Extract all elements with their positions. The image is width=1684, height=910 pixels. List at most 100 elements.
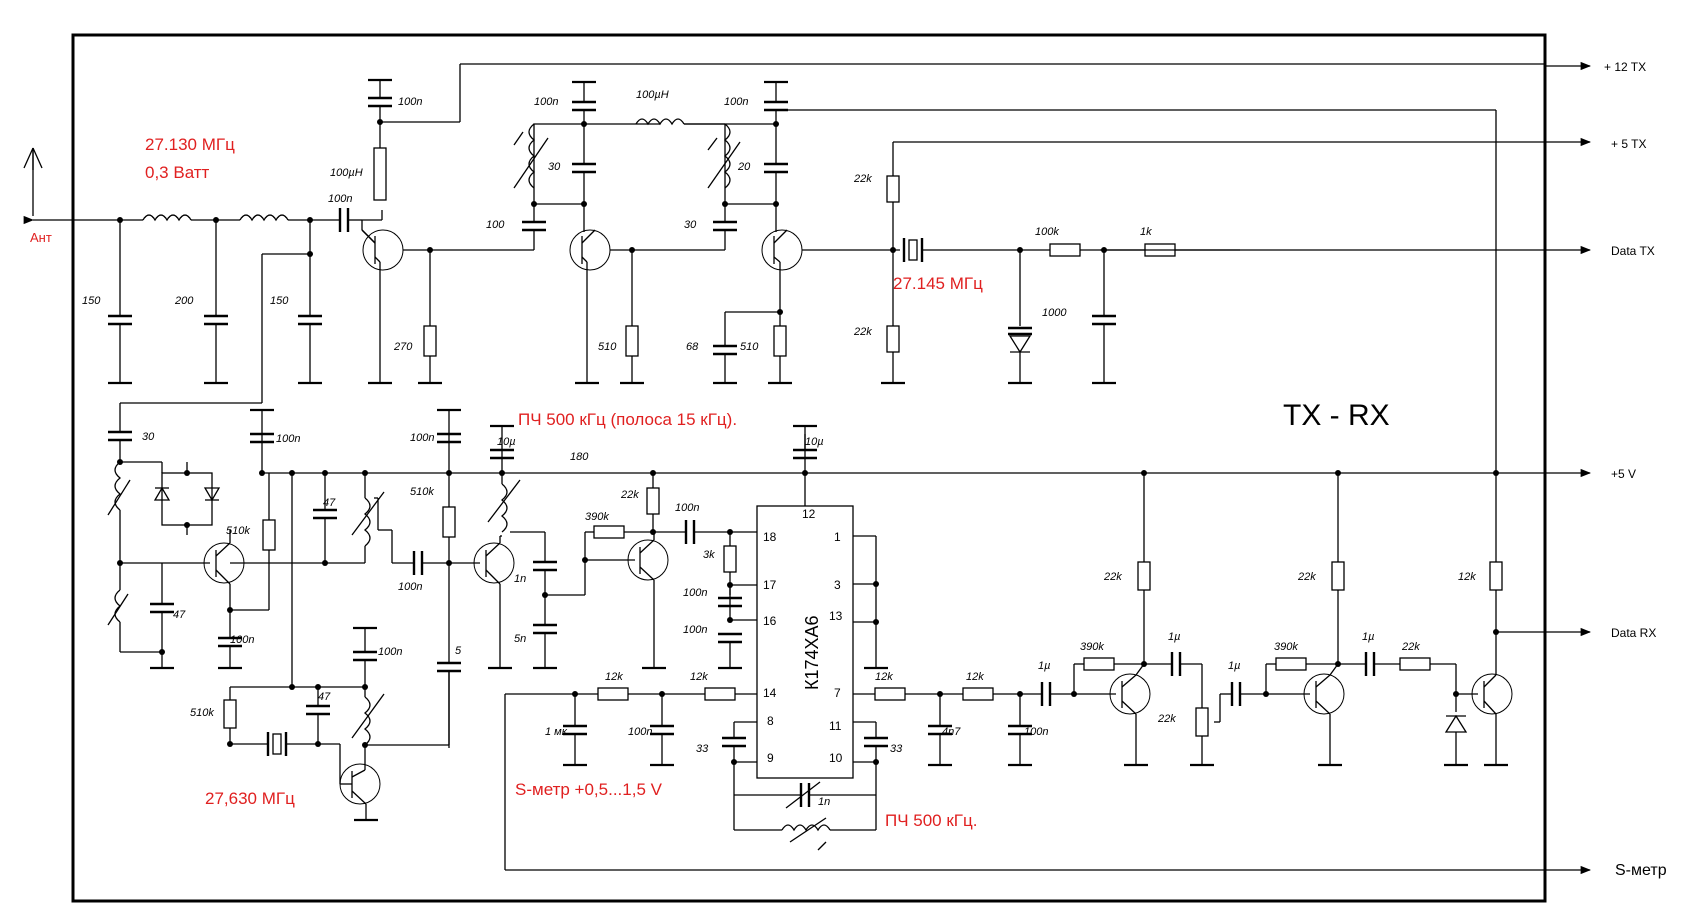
label-data-tx: Data TX <box>1611 244 1655 258</box>
svg-text:150: 150 <box>82 295 101 307</box>
svg-text:1 мк: 1 мк <box>545 726 568 738</box>
svg-text:18: 18 <box>763 530 777 544</box>
svg-text:22k: 22k <box>1297 571 1316 583</box>
label-if-filter: ПЧ 500 кГц (полоса 15 кГц). <box>518 410 737 429</box>
svg-text:150: 150 <box>270 295 289 307</box>
svg-text:10µ: 10µ <box>805 436 824 448</box>
svg-text:100n: 100n <box>675 502 699 514</box>
svg-text:1n: 1n <box>514 573 526 585</box>
svg-text:1k: 1k <box>1140 226 1152 238</box>
antenna-icon <box>23 147 43 216</box>
svg-text:22k: 22k <box>1401 641 1420 653</box>
svg-text:47: 47 <box>318 691 331 703</box>
svg-text:22k: 22k <box>853 326 872 338</box>
svg-text:12k: 12k <box>1458 571 1476 583</box>
label-s-meter-out: S-метр <box>1615 862 1667 879</box>
svg-text:100n: 100n <box>230 634 254 646</box>
label-5v: +5 V <box>1611 467 1636 481</box>
svg-text:16: 16 <box>763 614 777 628</box>
svg-text:20: 20 <box>737 161 751 173</box>
output-lines <box>893 61 1592 875</box>
svg-text:100n: 100n <box>378 646 402 658</box>
svg-text:100µH: 100µH <box>330 167 363 179</box>
label-s-meter-range: S-метр +0,5...1,5 V <box>515 780 663 799</box>
chip-label: К174ХА6 <box>802 615 822 690</box>
svg-text:13: 13 <box>829 609 843 623</box>
svg-text:1µ: 1µ <box>1362 631 1374 643</box>
svg-text:100n: 100n <box>398 581 422 593</box>
svg-text:5: 5 <box>455 645 462 657</box>
svg-text:5n: 5n <box>514 633 526 645</box>
svg-text:100: 100 <box>486 219 505 231</box>
board-frame <box>71 33 1547 903</box>
svg-text:100n: 100n <box>410 432 434 444</box>
svg-text:22k: 22k <box>620 489 639 501</box>
svg-text:390k: 390k <box>1274 641 1298 653</box>
label-antenna: Ант <box>30 230 52 245</box>
svg-text:510k: 510k <box>226 525 250 537</box>
svg-text:100n: 100n <box>398 96 422 108</box>
label-tx-frequency: 27.130 МГц <box>145 135 235 154</box>
svg-text:10µ: 10µ <box>497 436 516 448</box>
receiver-section: К174ХА6 12 18 17 16 14 8 9 1 3 13 7 11 1… <box>107 408 1545 871</box>
svg-text:100n: 100n <box>276 433 300 445</box>
svg-text:100n: 100n <box>628 726 652 738</box>
svg-text:47: 47 <box>173 609 186 621</box>
svg-text:22k: 22k <box>1103 571 1122 583</box>
svg-text:1: 1 <box>834 530 841 544</box>
svg-text:1µ: 1µ <box>1168 631 1180 643</box>
svg-text:33: 33 <box>890 743 903 755</box>
svg-text:22k: 22k <box>1157 713 1176 725</box>
svg-text:100n: 100n <box>1024 726 1048 738</box>
svg-text:10: 10 <box>829 751 843 765</box>
svg-text:12k: 12k <box>966 671 984 683</box>
svg-text:3: 3 <box>834 578 841 592</box>
svg-text:100µH: 100µH <box>636 89 669 101</box>
svg-text:47: 47 <box>323 497 336 509</box>
svg-text:1n: 1n <box>818 796 830 808</box>
svg-text:7: 7 <box>834 686 841 700</box>
svg-text:4n7: 4n7 <box>942 726 961 738</box>
svg-text:68: 68 <box>686 341 699 353</box>
svg-text:1µ: 1µ <box>1038 660 1050 672</box>
svg-text:3k: 3k <box>703 549 715 561</box>
svg-text:30: 30 <box>684 219 697 231</box>
svg-text:12k: 12k <box>690 671 708 683</box>
svg-text:8: 8 <box>767 714 774 728</box>
label-if-coil: ПЧ 500 кГц. <box>885 811 977 830</box>
svg-text:180: 180 <box>570 451 589 463</box>
svg-text:33: 33 <box>696 743 709 755</box>
label-crystal-tx: 27.145 МГц <box>893 274 983 293</box>
label-crystal-lo: 27,630 МГц <box>205 789 295 808</box>
svg-text:510k: 510k <box>190 707 214 719</box>
svg-text:510: 510 <box>740 341 759 353</box>
svg-text:100k: 100k <box>1035 226 1059 238</box>
component-values: 100n 100µH 100n 100n 100µH 100n 30 20 10… <box>82 89 1476 808</box>
label-5v-tx: + 5 TX <box>1611 137 1646 151</box>
svg-text:12k: 12k <box>875 671 893 683</box>
svg-text:1000: 1000 <box>1042 307 1067 319</box>
svg-text:270: 270 <box>393 341 413 353</box>
svg-text:30: 30 <box>142 431 155 443</box>
label-tx-power: 0,3 Ватт <box>145 163 210 182</box>
svg-text:390k: 390k <box>585 511 609 523</box>
svg-text:100n: 100n <box>683 587 707 599</box>
svg-text:9: 9 <box>767 751 774 765</box>
svg-text:510: 510 <box>598 341 617 353</box>
svg-text:14: 14 <box>763 686 777 700</box>
svg-text:12k: 12k <box>605 671 623 683</box>
transmitter-section <box>23 63 1545 473</box>
svg-text:17: 17 <box>763 578 777 592</box>
svg-text:100n: 100n <box>683 624 707 636</box>
label-12v-tx: + 12 TX <box>1604 60 1646 74</box>
svg-text:100n: 100n <box>534 96 558 108</box>
svg-text:30: 30 <box>548 161 561 173</box>
svg-text:22k: 22k <box>853 173 872 185</box>
svg-text:11: 11 <box>829 719 842 733</box>
svg-text:100n: 100n <box>328 193 352 205</box>
svg-text:510k: 510k <box>410 486 434 498</box>
svg-text:200: 200 <box>174 295 194 307</box>
annotations: Ант 27.130 МГц 0,3 Ватт 27.145 МГц ПЧ 50… <box>30 135 1390 830</box>
label-data-rx: Data RX <box>1611 626 1656 640</box>
